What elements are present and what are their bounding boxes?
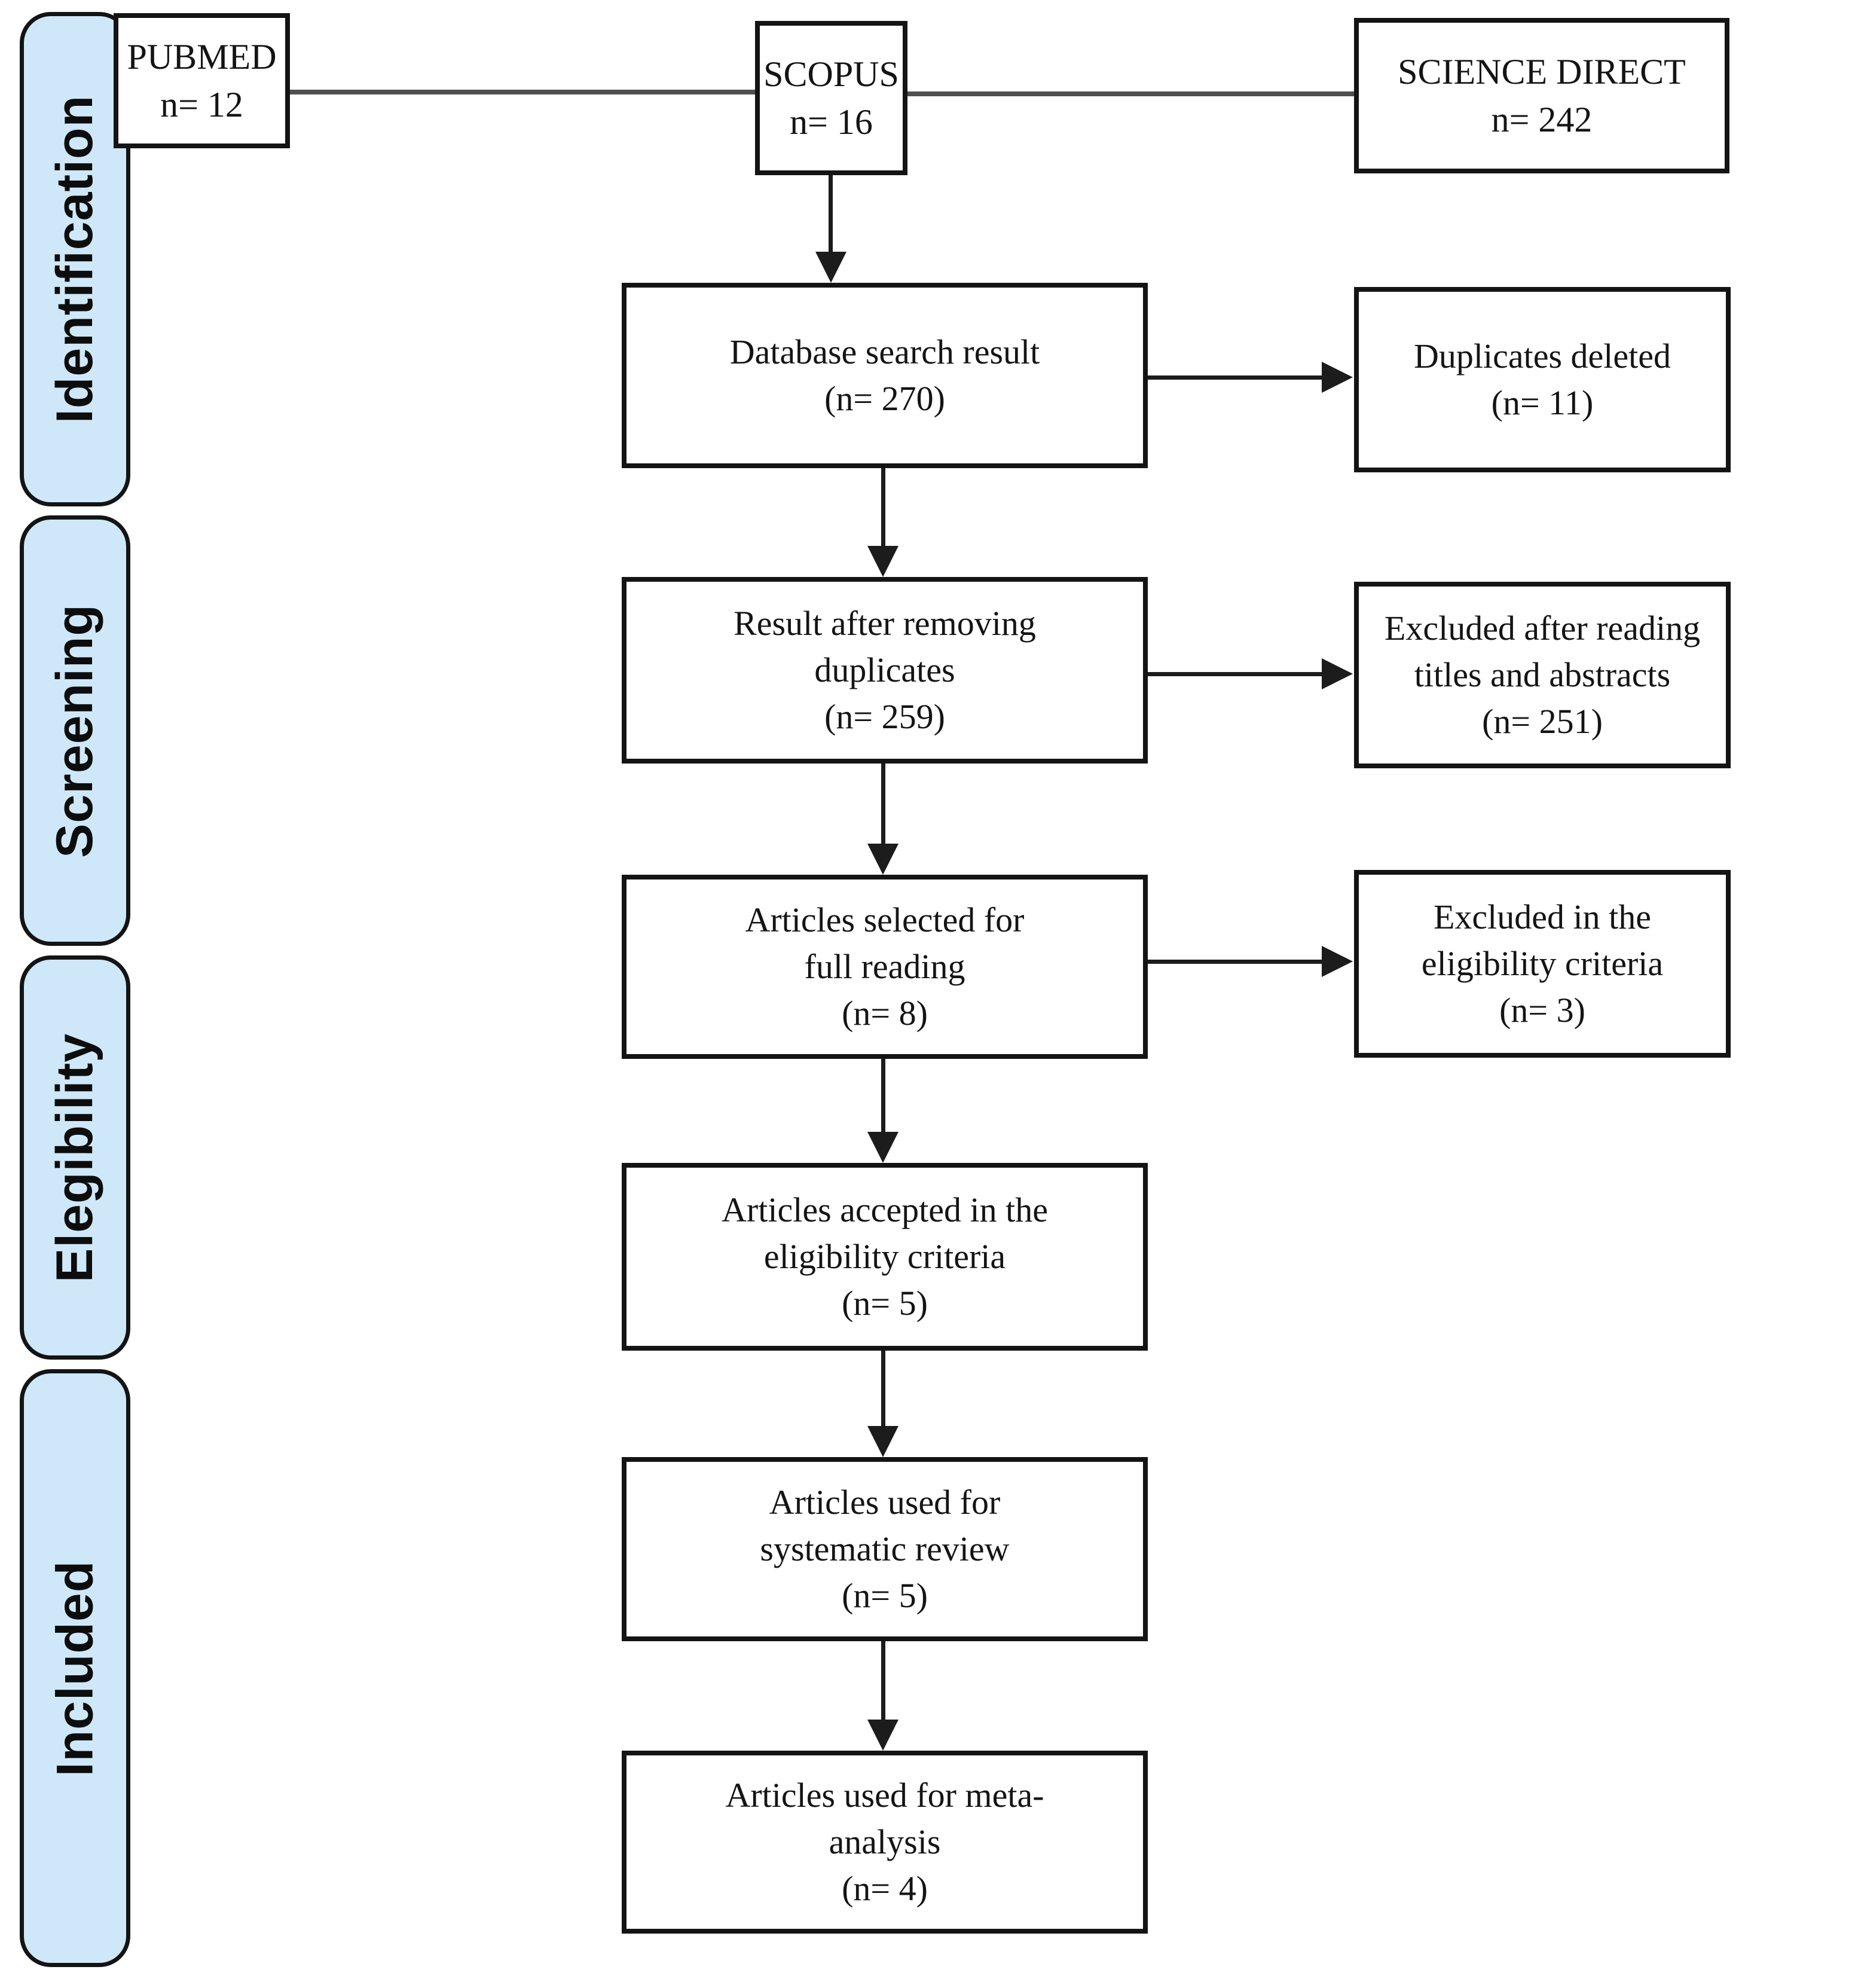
excluded-elig-count: (n= 3) [1499, 990, 1585, 1030]
meta-line2: analysis [829, 1822, 941, 1862]
box-duplicates-deleted: Duplicates deleted (n= 11) [1354, 287, 1731, 472]
box-pubmed: PUBMED n= 12 [114, 13, 290, 148]
result-after-count: (n= 259) [824, 697, 945, 736]
box-systematic-review: Articles used for systematic review (n= … [622, 1457, 1148, 1641]
arrowhead-down [867, 844, 899, 875]
meta-line1: Articles used for meta- [725, 1776, 1044, 1815]
connector-scopus-db-line [829, 175, 833, 253]
selected-line1: Articles selected for [745, 900, 1025, 940]
arrowhead-right [1322, 362, 1353, 393]
pubmed-name: PUBMED [127, 36, 277, 77]
excluded-elig-line1: Excluded in the [1433, 897, 1651, 937]
box-articles-accepted: Articles accepted in the eligibility cri… [622, 1163, 1148, 1351]
result-after-line1: Result after removing [734, 604, 1036, 643]
box-meta-analysis: Articles used for meta- analysis (n= 4) [622, 1751, 1148, 1934]
connector-db-duplicates-line [1148, 375, 1323, 380]
db-result-count: (n= 270) [824, 379, 945, 418]
science-direct-count: n= 242 [1491, 100, 1593, 139]
box-database-search-result: Database search result (n= 270) [622, 283, 1148, 468]
excluded-titles-count: (n= 251) [1482, 701, 1603, 741]
connector-result-excluded-line [1148, 672, 1323, 676]
connector-pubmed-scopus [290, 90, 755, 94]
duplicates-label: Duplicates deleted [1414, 337, 1671, 376]
duplicates-count: (n= 11) [1491, 383, 1594, 422]
arrowhead-right [1322, 658, 1353, 689]
accepted-count: (n= 5) [842, 1283, 928, 1323]
scopus-count: n= 16 [790, 102, 873, 142]
stage-identification-label: Identification [46, 94, 104, 424]
box-science-direct: SCIENCE DIRECT n= 242 [1354, 18, 1729, 173]
stage-included-label: Included [46, 1560, 104, 1776]
excluded-elig-line2: eligibility criteria [1421, 944, 1664, 984]
systematic-count: (n= 5) [842, 1575, 928, 1615]
box-result-after-duplicates: Result after removing duplicates (n= 259… [622, 577, 1148, 764]
arrowhead-down [867, 546, 899, 577]
meta-count: (n= 4) [842, 1868, 928, 1908]
connector-selected-excluded-line [1148, 960, 1323, 964]
pubmed-count: n= 12 [160, 85, 243, 124]
stage-elegibility-label: Elegibility [46, 1033, 104, 1282]
box-scopus: SCOPUS n= 16 [755, 21, 907, 175]
connector-systematic-meta-line [881, 1641, 885, 1721]
connector-accepted-systematic-line [881, 1351, 885, 1427]
arrowhead-down [867, 1426, 899, 1457]
stage-screening: Screening [20, 515, 130, 946]
accepted-line2: eligibility criteria [763, 1237, 1006, 1277]
box-articles-selected: Articles selected for full reading (n= 8… [622, 875, 1148, 1059]
connector-db-result-line [881, 468, 885, 547]
stage-identification: Identification [20, 12, 130, 506]
arrowhead-down [867, 1720, 899, 1751]
arrowhead-right [1322, 946, 1353, 977]
connector-result-selected-line [881, 764, 885, 845]
stage-screening-label: Screening [46, 603, 103, 858]
science-direct-name: SCIENCE DIRECT [1398, 51, 1686, 91]
result-after-line2: duplicates [814, 651, 955, 690]
systematic-line2: systematic review [760, 1529, 1010, 1569]
excluded-titles-line2: titles and abstracts [1414, 655, 1671, 695]
arrowhead-down [867, 1132, 899, 1163]
stage-included: Included [20, 1369, 130, 1967]
connector-scopus-science-direct [907, 91, 1354, 96]
excluded-titles-line1: Excluded after reading [1384, 609, 1701, 648]
connector-selected-accepted-line [881, 1059, 885, 1133]
systematic-line1: Articles used for [769, 1483, 1001, 1522]
box-excluded-eligibility: Excluded in the eligibility criteria (n=… [1354, 870, 1731, 1058]
stage-elegibility: Elegibility [20, 955, 130, 1360]
accepted-line1: Articles accepted in the [722, 1190, 1048, 1230]
db-result-label: Database search result [729, 332, 1040, 372]
selected-line2: full reading [804, 947, 965, 987]
box-excluded-titles-abstracts: Excluded after reading titles and abstra… [1354, 582, 1731, 768]
arrowhead-down [815, 252, 846, 283]
selected-count: (n= 8) [842, 993, 928, 1033]
scopus-name: SCOPUS [763, 54, 899, 94]
